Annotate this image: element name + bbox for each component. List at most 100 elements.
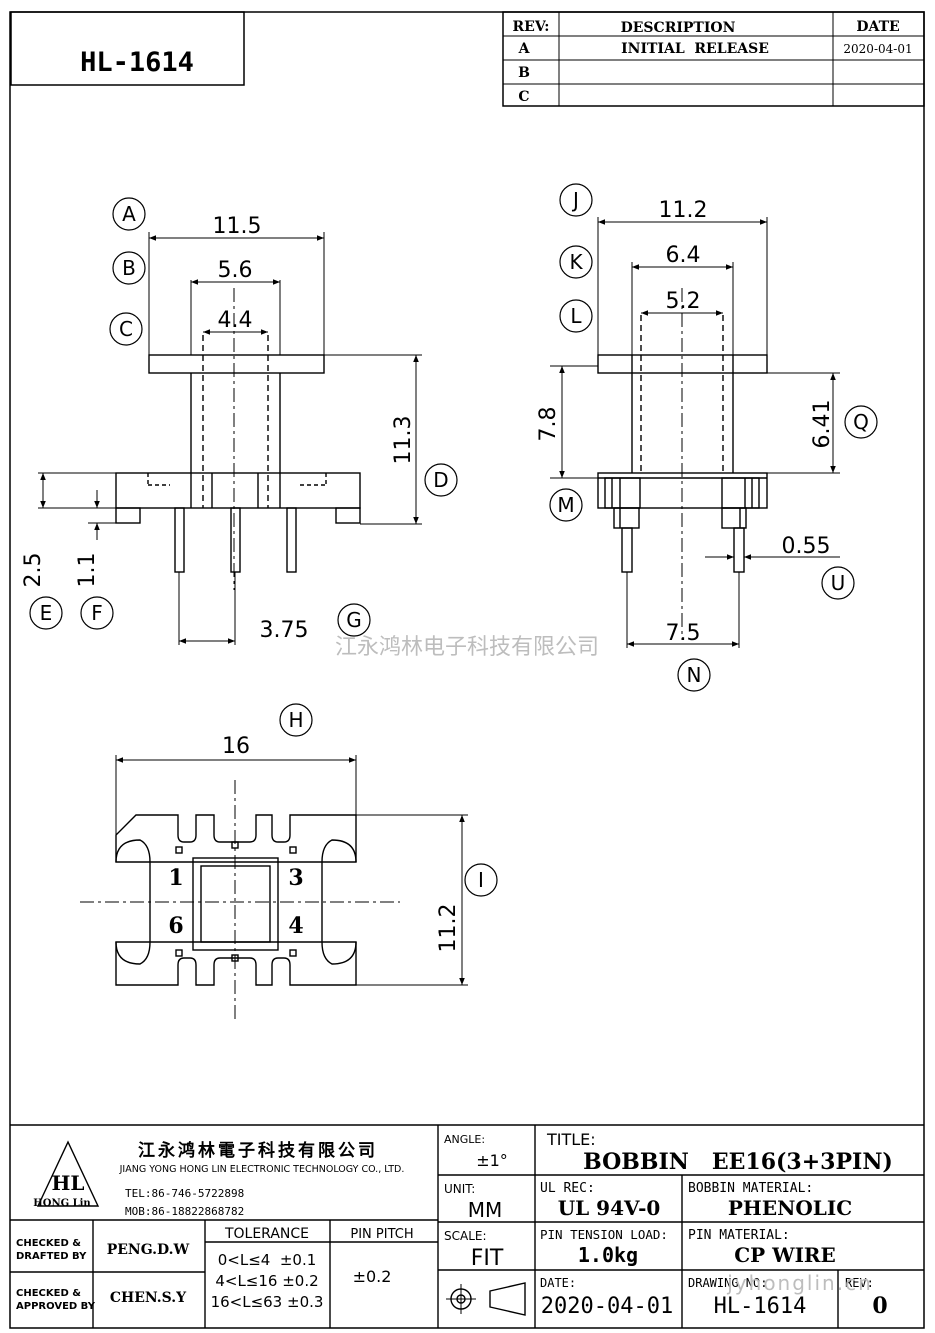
rev-row-b-rev: B xyxy=(518,65,530,81)
callout-i: I xyxy=(464,863,498,897)
bottom-dim-height: 11.2 xyxy=(436,904,461,953)
date-value: 2020-04-01 xyxy=(541,1294,673,1319)
company-mob: MOB:86-18822868782 xyxy=(125,1205,244,1218)
svg-text:L: L xyxy=(570,304,582,328)
checked-drafted-label-1: CHECKED & xyxy=(16,1238,81,1249)
sheet-border xyxy=(9,11,925,1329)
svg-text:H: H xyxy=(288,708,303,732)
rev-row-a-rev: A xyxy=(518,41,531,57)
callout-a: A xyxy=(112,197,146,231)
svg-text:Q: Q xyxy=(853,410,869,434)
logo-sub: HONG Lin xyxy=(33,1198,91,1209)
unit-value: MM xyxy=(468,1198,503,1222)
part-number-box: HL-1614 xyxy=(10,11,245,86)
company-cn: 江永鸿林電子科技有限公司 xyxy=(138,1140,378,1161)
pin-label-1: 1 xyxy=(168,865,183,891)
side-view-dimensions: 11.2 6.4 5.2 7.8 6.41 0.55 7.5 xyxy=(536,198,835,646)
svg-text:U: U xyxy=(831,571,846,595)
watermark: 江永鸿林电子科技有限公司 xyxy=(335,635,599,660)
rev-row-a-date: 2020-04-01 xyxy=(843,42,912,56)
title-block-text: HL HONG Lin 江永鸿林電子科技有限公司 JIANG YONG HONG… xyxy=(16,1130,893,1319)
bottom-view xyxy=(80,755,468,1020)
title-value: BOBBIN EE16(3+3PIN) xyxy=(583,1149,893,1175)
drawing-no-value: HL-1614 xyxy=(714,1294,807,1319)
title-block xyxy=(10,1124,924,1328)
checked-approved-value: CHEN.S.Y xyxy=(110,1290,187,1306)
pin-label-4: 4 xyxy=(288,913,303,939)
bottom-dim-width: 16 xyxy=(222,734,250,759)
callout-h: H xyxy=(279,703,313,737)
watermark-url: jyhonglin.cn xyxy=(726,1271,873,1295)
scale-value: FIT xyxy=(471,1246,504,1271)
pin-pitch-label: PIN PITCH xyxy=(350,1227,413,1242)
callout-u: U xyxy=(821,566,855,600)
pin-material-value: CP WIRE xyxy=(734,1243,836,1267)
pin-tension-value: 1.0kg xyxy=(578,1243,638,1267)
front-view-dimensions: 11.5 5.6 4.4 11.3 2.5 1.1 3.75 xyxy=(21,214,416,643)
rev-header: REV: xyxy=(513,19,550,35)
tolerance-row-3: 16<L≤63 ±0.3 xyxy=(211,1293,324,1311)
tolerance-label: TOLERANCE xyxy=(224,1226,309,1242)
rev-row-a-description: INITIAL RELEASE xyxy=(621,41,769,57)
angle-value: ±1° xyxy=(476,1151,508,1170)
pin-label-6: 6 xyxy=(168,913,183,939)
front-dim-base: 2.5 xyxy=(21,553,46,588)
side-dim-pin-span: 7.5 xyxy=(666,621,701,646)
svg-text:K: K xyxy=(569,250,583,274)
side-dim-pin-width: 0.55 xyxy=(782,534,831,559)
side-dim-left-height: 7.8 xyxy=(536,407,561,442)
title-label: TITLE: xyxy=(546,1130,596,1149)
tolerance-row-2: 4<L≤16 ±0.2 xyxy=(215,1272,318,1290)
svg-text:D: D xyxy=(433,468,448,492)
rev-label: REV: xyxy=(845,1276,874,1290)
callouts: A B C D E F G H I J K L M N Q U xyxy=(29,183,878,897)
front-view xyxy=(38,232,422,645)
pin-material-label: PIN MATERIAL: xyxy=(688,1228,790,1243)
svg-text:J: J xyxy=(571,188,579,212)
checked-approved-label-2: APPROVED BY xyxy=(16,1301,96,1312)
date-label: DATE: xyxy=(540,1276,576,1290)
checked-approved-label-1: CHECKED & xyxy=(16,1288,81,1299)
checked-drafted-value: PENG.D.W xyxy=(107,1242,190,1258)
front-dim-mid: 5.6 xyxy=(218,258,253,283)
company-en: JIANG YONG HONG LIN ELECTRONIC TECHNOLOG… xyxy=(119,1164,405,1175)
front-dim-pitch: 3.75 xyxy=(260,618,309,643)
bobbin-material-value: PHENOLIC xyxy=(728,1196,852,1220)
front-dim-inner: 4.4 xyxy=(218,308,253,333)
front-dim-top: 11.5 xyxy=(213,214,262,239)
checked-drafted-label-2: DRAFTED BY xyxy=(16,1251,87,1262)
svg-text:M: M xyxy=(557,493,574,517)
callout-q: Q xyxy=(844,405,878,439)
callout-j: J xyxy=(559,183,593,217)
side-dim-top: 11.2 xyxy=(659,198,708,223)
rev-value: 0 xyxy=(872,1293,887,1319)
drawing-no-label: DRAWING NO: xyxy=(688,1276,767,1290)
svg-text:N: N xyxy=(687,663,702,687)
svg-text:G: G xyxy=(346,608,362,632)
pin-label-3: 3 xyxy=(288,865,303,891)
ul-label: UL REC: xyxy=(540,1181,595,1196)
callout-f: F xyxy=(80,596,114,630)
callout-c: C xyxy=(109,312,143,346)
bottom-view-labels: 16 11.2 1 3 6 4 xyxy=(168,734,461,952)
logo-text: HL xyxy=(52,1171,85,1195)
pin-tension-label: PIN TENSION LOAD: xyxy=(540,1227,668,1242)
callout-b: B xyxy=(112,251,146,285)
callout-k: K xyxy=(559,245,593,279)
callout-e: E xyxy=(29,596,63,630)
callout-n: N xyxy=(677,658,711,692)
part-number: HL-1614 xyxy=(80,47,194,78)
svg-text:C: C xyxy=(119,317,133,341)
svg-text:I: I xyxy=(478,868,484,892)
ul-value: UL 94V-0 xyxy=(558,1196,661,1220)
tolerance-row-1: 0<L≤4 ±0.1 xyxy=(218,1251,317,1269)
side-dim-mid: 6.4 xyxy=(666,243,701,268)
callout-m: M xyxy=(549,488,583,522)
company-tel: TEL:86-746-5722898 xyxy=(125,1187,244,1200)
bobbin-material-label: BOBBIN MATERIAL: xyxy=(688,1181,813,1196)
unit-label: UNIT: xyxy=(444,1182,475,1196)
date-header: DATE xyxy=(856,19,899,35)
front-dim-height: 11.3 xyxy=(391,416,416,465)
callout-g: G xyxy=(337,603,371,637)
svg-text:A: A xyxy=(122,202,136,226)
